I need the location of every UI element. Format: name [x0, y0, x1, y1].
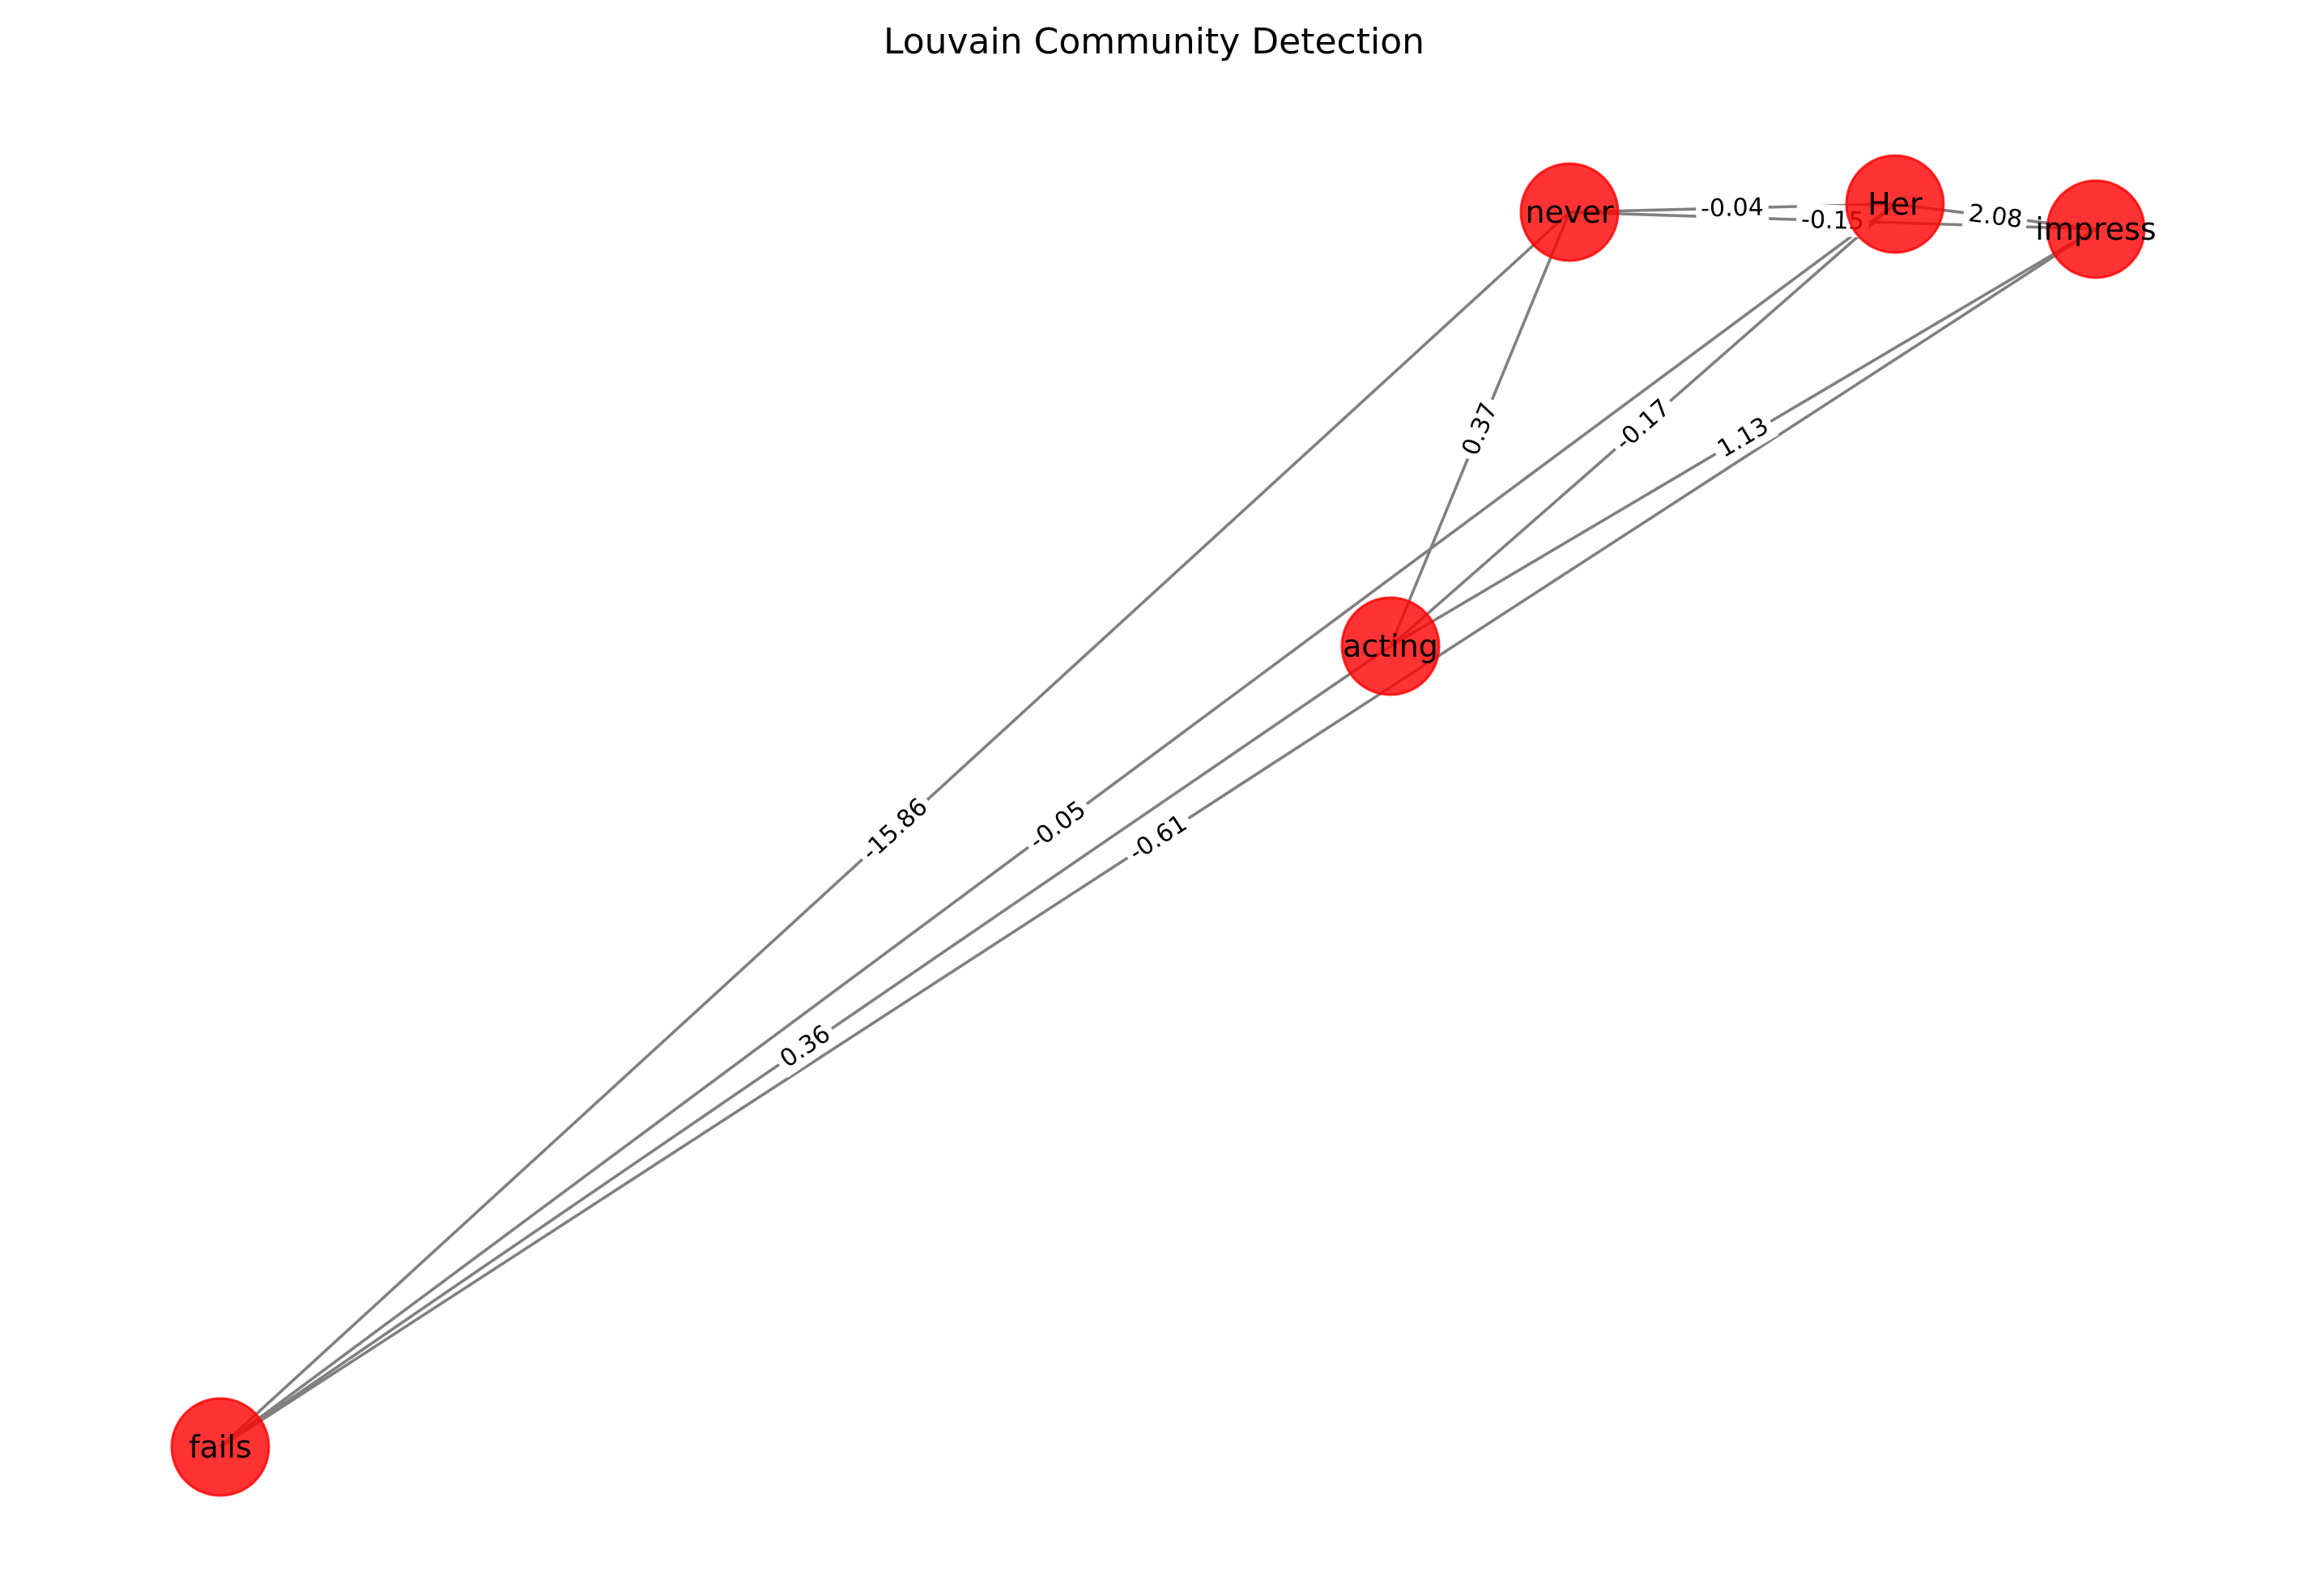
node-label: never	[1526, 194, 1614, 230]
node-label: Her	[1867, 186, 1923, 222]
edge-label-her-impress: 2.08	[1961, 197, 2029, 236]
edge-weight-label: -0.04	[1701, 194, 1764, 223]
edge-label-never-her: -0.04	[1695, 191, 1769, 225]
edge-label-background	[1604, 389, 1681, 462]
edge-label-background	[1707, 407, 1779, 468]
node-label: fails	[189, 1429, 252, 1465]
edge-label-background	[1453, 394, 1507, 465]
node-circle	[1845, 154, 1945, 254]
node-her: Her	[1845, 154, 1945, 254]
nodes-layer: never Her impress acting fails	[170, 154, 2157, 1497]
edge-label-background	[1695, 191, 1769, 225]
edge-weight-label: 2.08	[1967, 199, 2025, 234]
node-label: acting	[1343, 628, 1438, 664]
node-impress: impress	[2035, 179, 2157, 279]
node-fails: fails	[170, 1397, 270, 1497]
node-circle	[1340, 596, 1441, 696]
edge-label-background	[1019, 791, 1097, 860]
node-label: impress	[2035, 211, 2156, 247]
edge-label-background	[1118, 805, 1198, 871]
edge-label-background	[769, 1015, 841, 1078]
node-acting: acting	[1340, 596, 1441, 696]
edge-label-background	[1961, 197, 2029, 236]
node-circle	[1519, 162, 1620, 262]
node-never: never	[1519, 162, 1620, 262]
edge-label-background	[851, 788, 939, 871]
graph-title: Louvain Community Detection	[884, 21, 1424, 62]
node-circle	[2046, 179, 2146, 279]
node-circle	[170, 1397, 270, 1497]
